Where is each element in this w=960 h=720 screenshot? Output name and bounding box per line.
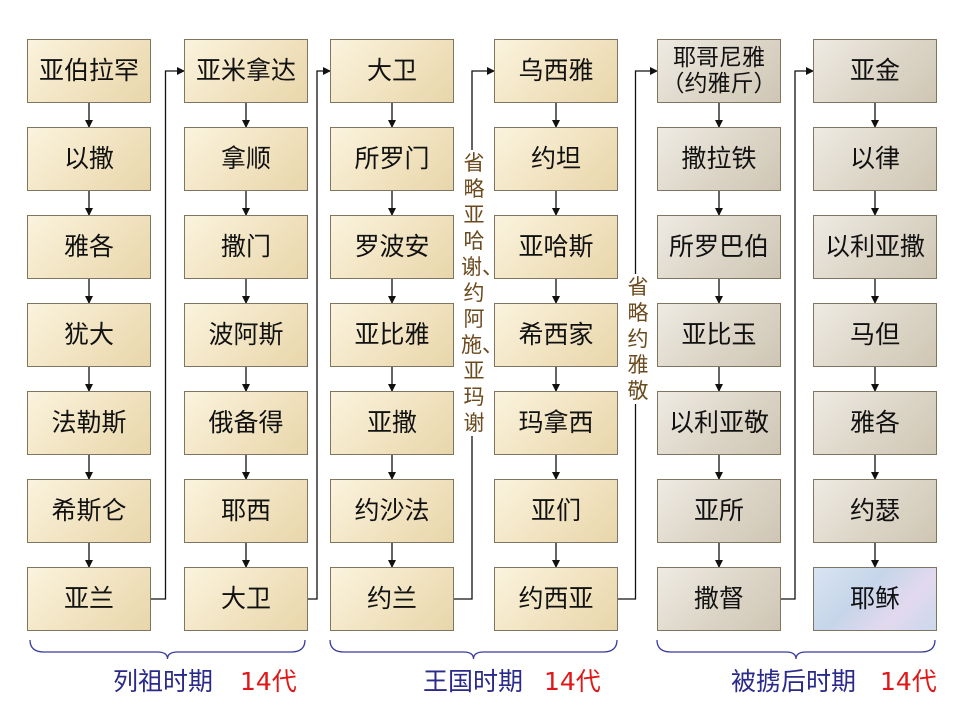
column-connector-arrow [308,67,331,600]
person-box: 法勒斯 [27,391,151,455]
person-box: 亚比玉 [657,303,781,367]
generation-count-kingdom: 14代 [544,667,601,696]
person-box: 约沙法 [330,479,454,543]
person-box: 拿顺 [184,127,308,191]
person-box: 犹大 [27,303,151,367]
person-box: 以撒 [27,127,151,191]
period-label-exile: 被掳后时期 [731,667,857,696]
brace-kingdom [329,639,618,660]
column-connector-arrow [781,67,814,600]
person-box: 雅各 [27,215,151,279]
person-box: 撒拉铁 [657,127,781,191]
person-box: 希斯仑 [27,479,151,543]
omitted-kings-note: 省略亚哈谢、约阿施、亚玛谢 [461,150,503,436]
person-box: 撒督 [657,567,781,631]
person-box: 大卫 [330,39,454,103]
person-box: 俄备得 [184,391,308,455]
person-box: 亚金 [813,39,937,103]
person-box: 亚米拿达 [184,39,308,103]
person-box: 亚比雅 [330,303,454,367]
generation-count-exile: 14代 [880,667,937,696]
period-label-patriarchs: 列祖时期 [113,667,214,696]
omitted-jehoiakim-note: 省略约雅敬 [625,274,651,404]
person-box: 乌西雅 [494,39,618,103]
person-box: 约坦 [494,127,618,191]
person-box: 以利亚撒 [813,215,937,279]
person-box: 以律 [813,127,937,191]
person-box: 耶哥尼雅（约雅斤） [657,39,781,103]
person-box: 约兰 [330,567,454,631]
brace-patriarchs [29,639,306,660]
brace-exile [656,639,936,660]
person-box: 波阿斯 [184,303,308,367]
person-box: 亚兰 [27,567,151,631]
person-box: 大卫 [184,567,308,631]
person-box: 约瑟 [813,479,937,543]
generation-count-patriarchs: 14代 [240,667,297,696]
person-box: 约西亚 [494,567,618,631]
person-box: 撒门 [184,215,308,279]
person-box: 亚撒 [330,391,454,455]
person-box: 亚伯拉罕 [27,39,151,103]
person-box: 亚们 [494,479,618,543]
person-box: 以利亚敬 [657,391,781,455]
person-box: 所罗门 [330,127,454,191]
person-box: 玛拿西 [494,391,618,455]
person-box: 耶西 [184,479,308,543]
person-box: 耶稣 [813,567,937,631]
person-box: 希西家 [494,303,618,367]
person-box: 亚哈斯 [494,215,618,279]
person-box: 所罗巴伯 [657,215,781,279]
period-label-kingdom: 王国时期 [423,667,524,696]
person-box: 罗波安 [330,215,454,279]
column-connector-arrow [151,67,185,600]
person-box: 马但 [813,303,937,367]
person-box: 雅各 [813,391,937,455]
person-box: 亚所 [657,479,781,543]
